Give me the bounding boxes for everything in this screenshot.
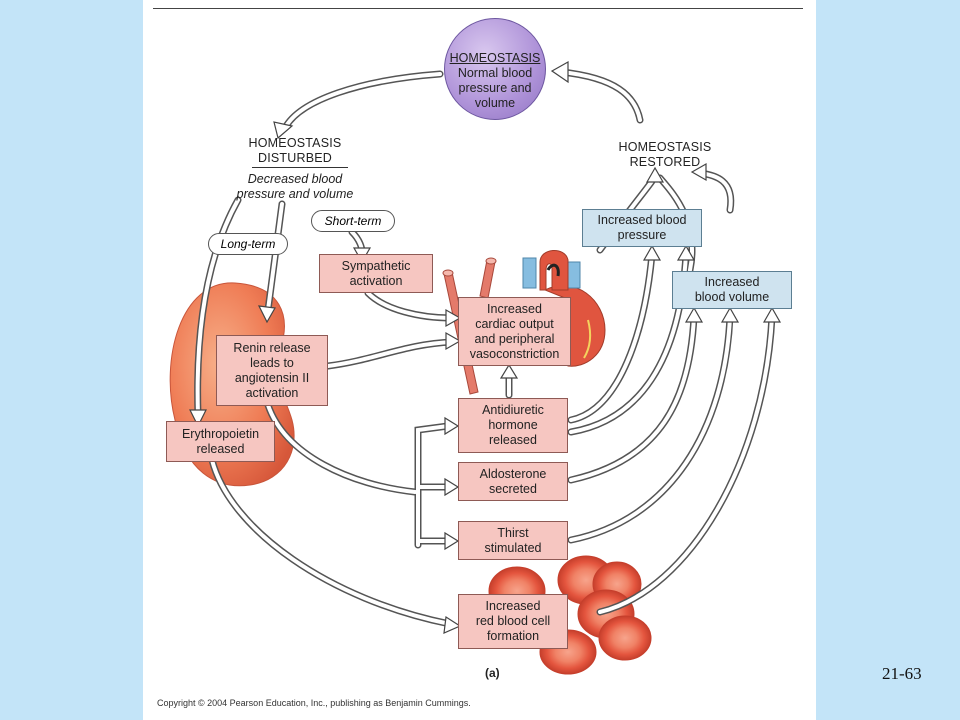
homeostasis-circle: HOMEOSTASIS Normal blood pressure and vo… xyxy=(444,18,546,120)
slide-number: 21-63 xyxy=(882,664,922,683)
top-rule xyxy=(153,8,803,9)
homeostasis-disturbed-title: HOMEOSTASIS DISTURBED xyxy=(248,136,342,165)
homeostasis-restored-title: HOMEOSTASIS RESTORED xyxy=(618,140,712,169)
thirst-box: Thirst stimulated xyxy=(458,521,568,560)
homeostasis-title: HOMEOSTASIS xyxy=(449,51,541,65)
aldosterone-box: Aldosterone secreted xyxy=(458,462,568,501)
sympathetic-activation-box: Sympathetic activation xyxy=(319,254,433,293)
cardiac-output-box: Increased cardiac output and peripheral … xyxy=(458,297,571,366)
arrowheads xyxy=(189,60,782,634)
figure-label: (a) xyxy=(485,666,500,680)
long-term-pill: Long-term xyxy=(208,233,288,255)
short-term-pill: Short-term xyxy=(311,210,395,232)
heart-illustration xyxy=(522,250,606,367)
homeostasis-disturbed-subtitle: Decreased blood pressure and volume xyxy=(236,172,354,201)
adh-released-box: Antidiuretic hormone released xyxy=(458,398,568,453)
homeostasis-body: Normal blood pressure and volume xyxy=(457,66,533,110)
rbc-formation-box: Increased red blood cell formation xyxy=(458,594,568,649)
copyright-text: Copyright © 2004 Pearson Education, Inc.… xyxy=(157,698,471,708)
renin-release-box: Renin release leads to angiotensin II ac… xyxy=(216,335,328,406)
increased-blood-volume-box: Increased blood volume xyxy=(672,271,792,309)
disturbed-underline xyxy=(252,167,348,168)
increased-blood-pressure-box: Increased blood pressure xyxy=(582,209,702,247)
erythropoietin-box: Erythropoietin released xyxy=(166,421,275,462)
